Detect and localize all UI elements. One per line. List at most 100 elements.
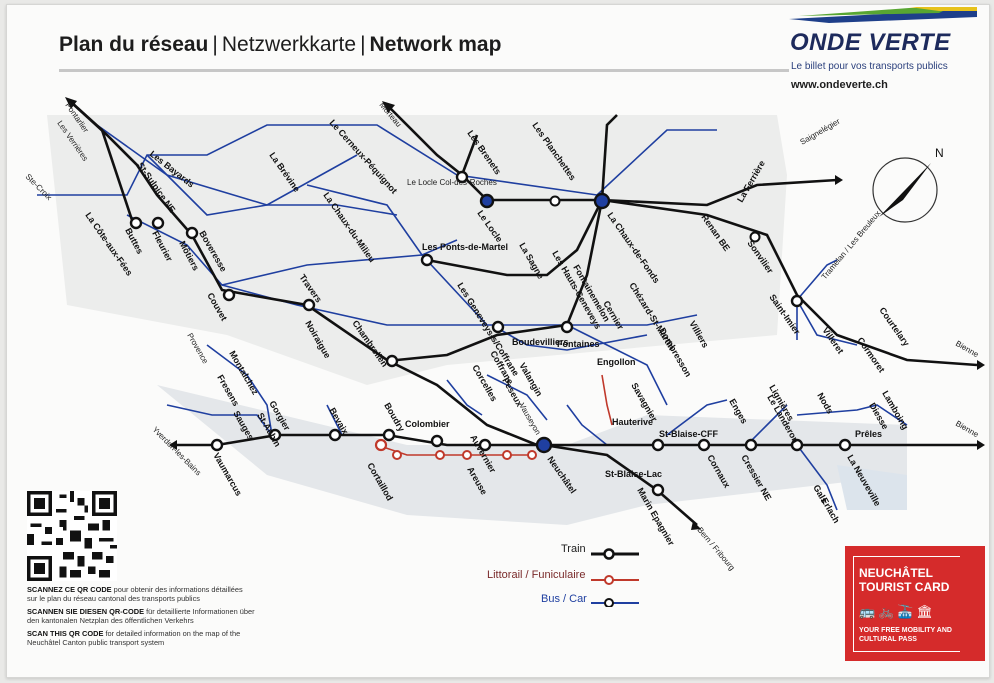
page-title: Plan du réseau|Netzwerkkarte|Network map: [59, 33, 501, 57]
qr-de-bold: SCANNEN SIE DIESEN QR-CODE: [27, 607, 145, 616]
brand-website[interactable]: www.ondeverte.ch: [791, 79, 888, 91]
arrow-biel: [977, 360, 985, 370]
tourist-card-icons: 🚌🚲🚠🏛: [859, 604, 937, 619]
compass-north-label: N: [935, 146, 944, 160]
map-card: Plan du réseau|Netzwerkkarte|Network map…: [6, 4, 990, 678]
station-marker-les-geneveys[interactable]: [491, 320, 505, 334]
network-map: Pontarlier Les Verrières St-Sulpice NE L…: [24, 97, 985, 573]
station-label: Boudry: [382, 401, 406, 433]
station-marker-vaumarcus[interactable]: [210, 438, 224, 452]
qr-code[interactable]: [27, 491, 117, 581]
legend-littorail-label: Littorail / Funiculaire: [487, 569, 586, 581]
tourist-card-title-2: TOURIST CARD: [859, 580, 950, 594]
station-label: Provence: [185, 332, 210, 366]
tourist-card-sub-2: CULTURAL PASS: [859, 636, 917, 643]
legend-bus-label: Bus / Car: [541, 593, 587, 605]
station-marker-chambrelien[interactable]: [385, 354, 399, 368]
station-marker-la-chaux-de-fonds[interactable]: [593, 192, 611, 210]
arrow-morteau: [382, 101, 395, 113]
station-label: Bienne: [954, 419, 981, 440]
station-label: Yverdon-les-Bains: [151, 425, 203, 477]
station-label: Prêles: [855, 429, 882, 439]
qr-text-fr: SCANNEZ CE QR CODE pour obtenir des info…: [27, 585, 243, 594]
station-marker-littorail-auvernier[interactable]: [502, 450, 512, 460]
station-label: Tramelan / Les Breuleux: [820, 209, 883, 281]
station-marker-littorail-areuse[interactable]: [462, 450, 472, 460]
qr-text-fr-2: sur le plan du réseau cantonal des trans…: [27, 594, 200, 603]
title-rule: [59, 69, 789, 72]
station-label: Vauseyon: [517, 402, 542, 437]
station-marker-gorgier[interactable]: [268, 428, 282, 442]
station-label: Ste-Croix: [24, 172, 54, 202]
station-label: Colombier: [405, 419, 450, 429]
arrow-pontarlier: [65, 97, 77, 109]
station-marker-littorail-colombier[interactable]: [435, 450, 445, 460]
title-separator: |: [360, 33, 366, 56]
station-label: Erlach: [819, 496, 841, 525]
station-label: Courtelary: [877, 305, 911, 348]
station-marker-le-landeron[interactable]: [790, 438, 804, 452]
brand-name: ONDE VERTE: [790, 29, 951, 56]
station-label: Engollon: [597, 357, 636, 367]
qr-text-de-2: den kantonalen Netzplan des öffentlichen…: [27, 616, 194, 625]
station-marker-col-des-roches[interactable]: [455, 170, 469, 184]
qr-text-en: SCAN THIS QR CODE for detailed informati…: [27, 629, 240, 638]
qr-en-text: for detailed information on the map of t…: [105, 629, 241, 638]
station-marker-marin[interactable]: [651, 483, 665, 497]
station-label: Bienne: [954, 339, 981, 360]
station-marker-la-neuveville[interactable]: [838, 438, 852, 452]
station-label: St-Blaise-CFF: [659, 429, 719, 439]
direction-arrows: [65, 97, 985, 530]
compass-needle: [879, 163, 931, 217]
station-marker-le-cret[interactable]: [549, 195, 561, 207]
station-label: Le Locle Col-des-Roches: [407, 178, 497, 187]
tourist-card-badge[interactable]: NEUCHÂTEL TOURIST CARD 🚌🚲🚠🏛 YOUR FREE MO…: [845, 546, 985, 661]
station-marker-les-ponts[interactable]: [420, 253, 434, 267]
train-lines: [71, 102, 978, 526]
station-marker-littorail-cortaillod[interactable]: [392, 450, 402, 460]
station-marker-saint-imier[interactable]: [790, 294, 804, 308]
station-marker-st-blaise[interactable]: [651, 438, 665, 452]
station-marker-littorail-serrieres[interactable]: [527, 450, 537, 460]
qr-fr-bold: SCANNEZ CE QR CODE: [27, 585, 112, 594]
title-fr: Plan du réseau: [59, 33, 209, 56]
tourist-card-title: NEUCHÂTEL TOURIST CARD: [859, 566, 949, 594]
station-marker-boudry[interactable]: [382, 428, 396, 442]
station-marker-littorail-boudry[interactable]: [374, 438, 388, 452]
station-marker-bevaix[interactable]: [328, 428, 342, 442]
station-label: Nods: [815, 391, 835, 415]
station-label: Corcelles: [470, 363, 499, 403]
station-label: Bern / Fribourg: [695, 526, 736, 573]
station-marker-buttes[interactable]: [129, 216, 143, 230]
station-marker-auvernier[interactable]: [478, 438, 492, 452]
station-marker-motiers[interactable]: [185, 226, 199, 240]
legend-train-label: Train: [561, 543, 586, 555]
station-markers: [129, 170, 852, 497]
station-label: Boudevilliers: [512, 337, 569, 347]
brand-tagline: Le billet pour vos transports publics: [791, 61, 948, 72]
qr-de-text: für detaillierte Informationen über: [146, 607, 255, 616]
lake-biel: [837, 465, 907, 510]
station-marker-cressier[interactable]: [744, 438, 758, 452]
bus-lines: [37, 124, 908, 511]
tourist-card-sub-1: YOUR FREE MOBILITY AND: [859, 627, 952, 634]
station-marker-neuchatel[interactable]: [535, 436, 553, 454]
station-marker-les-hauts-geneveys[interactable]: [560, 320, 574, 334]
station-marker-colombier[interactable]: [430, 434, 444, 448]
station-label: Hauterive: [612, 417, 653, 427]
station-marker-sonvilier[interactable]: [749, 231, 761, 243]
qr-text-en-2: Neuchâtel Canton public transport system: [27, 638, 165, 647]
station-marker-fleurier[interactable]: [151, 216, 165, 230]
station-label: St-Blaise-Lac: [605, 469, 662, 479]
qr-en-bold: SCAN THIS QR CODE: [27, 629, 104, 638]
tourist-card-title-1: NEUCHÂTEL: [859, 566, 933, 580]
station-marker-le-locle[interactable]: [479, 193, 495, 209]
arrow-bern: [691, 521, 701, 530]
arrow-biel-lake: [977, 440, 985, 450]
station-marker-cornaux[interactable]: [697, 438, 711, 452]
arrow-saignelegier: [835, 175, 843, 185]
compass: N: [872, 146, 944, 223]
station-marker-couvet[interactable]: [222, 288, 236, 302]
station-marker-travers[interactable]: [302, 298, 316, 312]
brand-logo-stripes: [789, 7, 977, 23]
